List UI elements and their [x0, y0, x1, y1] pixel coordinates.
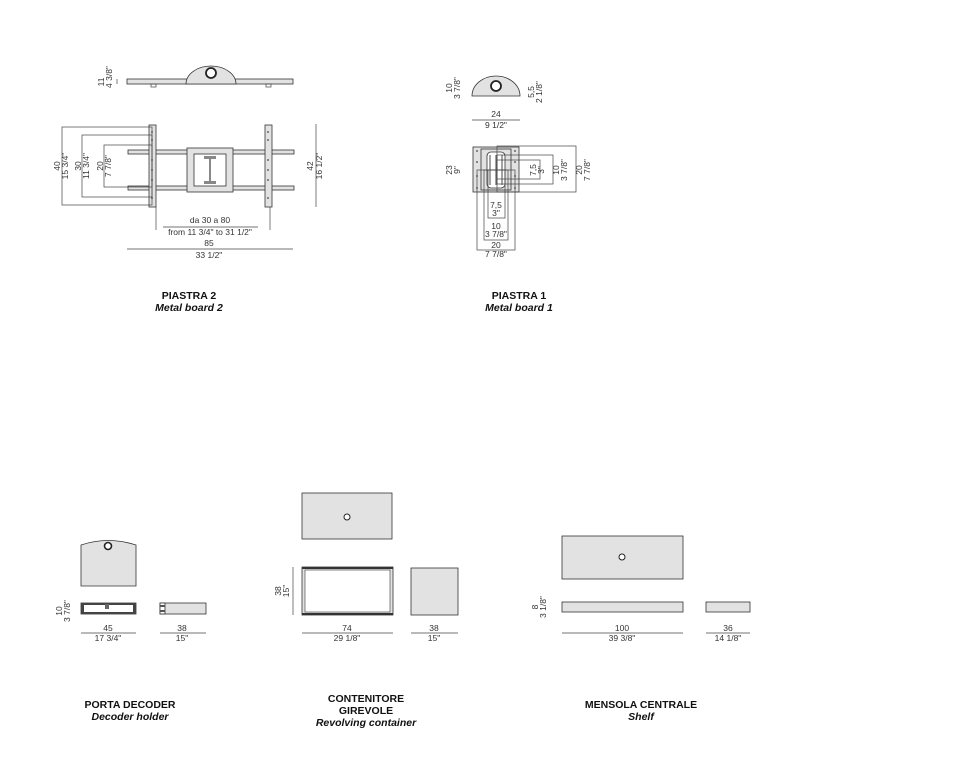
- shelf-subtitle: Shelf: [628, 711, 655, 723]
- piastra1-dim-w20: 20: [491, 240, 501, 250]
- shelf-dim-100-in: 39 3/8": [609, 633, 636, 643]
- shelf-dim-36-in: 14 1/8": [715, 633, 742, 643]
- piastra1-dim-10b: 10: [551, 165, 561, 175]
- container-side-view: [410, 567, 459, 616]
- decoder-title: PORTA DECODER: [84, 699, 175, 711]
- piastra-2-front-view: [127, 124, 295, 208]
- shelf-top-view: [561, 535, 684, 580]
- piastra1-dim-w75: 7,5: [490, 200, 502, 210]
- piastra1-dim-w10: 10: [491, 221, 501, 231]
- shelf-dim-8: 8: [530, 604, 540, 609]
- shelf-dim-100: 100: [615, 623, 629, 633]
- piastra2-dim-11-in: 4 3/8": [104, 66, 114, 88]
- piastra1-dim-55: 5,5: [526, 86, 536, 98]
- piastra2-dim-30: 30: [73, 161, 83, 171]
- piastra2-dim-42-in: 16 1/2": [314, 153, 324, 180]
- decoder-dim-10-in: 3 7/8": [62, 600, 72, 622]
- piastra1-dim-75-in: 3": [536, 166, 546, 174]
- piastra1-dim-10: 10: [444, 83, 454, 93]
- piastra2-dim-range-in: from 11 3/4" to 31 1/2": [168, 227, 252, 237]
- piastra-1-group: 10 3 7/8" 5,5 2 1/8" 24 9 1/2" 23 9": [444, 75, 592, 314]
- piastra-1-front-view: [472, 146, 520, 193]
- decoder-dim-38-in: 15": [176, 633, 188, 643]
- piastra1-title: PIASTRA 1: [492, 290, 547, 302]
- piastra-1-top-view: [471, 75, 521, 97]
- piastra1-dim-20-in: 7 7/8": [582, 159, 592, 181]
- revolving-container-group: 38 15" 74 29 1/8" 38 15" CONTENITORE GIR…: [273, 492, 459, 729]
- container-dim-38w: 38: [429, 623, 439, 633]
- decoder-subtitle: Decoder holder: [91, 711, 169, 723]
- piastra1-dim-20: 20: [574, 165, 584, 175]
- piastra2-dim-20: 20: [95, 161, 105, 171]
- piastra2-dim-40-in: 15 3/4": [60, 153, 70, 180]
- container-subtitle: Revolving container: [316, 717, 417, 729]
- piastra1-dim-24-in: 9 1/2": [485, 120, 507, 130]
- container-dim-38-in: 15": [281, 585, 291, 597]
- container-dim-38: 38: [273, 586, 283, 596]
- piastra1-dim-10b-in: 3 7/8": [559, 159, 569, 181]
- container-title-line1: CONTENITORE: [328, 693, 404, 705]
- piastra1-subtitle: Metal board 1: [485, 302, 553, 314]
- container-dim-74: 74: [342, 623, 352, 633]
- piastra2-title: PIASTRA 2: [162, 290, 217, 302]
- decoder-side-view: [159, 602, 207, 615]
- decoder-dim-10: 10: [54, 606, 64, 616]
- decoder-dim-45: 45: [103, 623, 113, 633]
- piastra1-dim-55-in: 2 1/8": [534, 81, 544, 103]
- piastra-2-top-view: [126, 65, 294, 88]
- piastra-2-group: 11 4 3/8" 40 15 3/4": [52, 65, 324, 314]
- piastra2-dim-11: 11: [96, 77, 106, 86]
- decoder-dim-38: 38: [177, 623, 187, 633]
- piastra2-dim-85-in: 33 1/2": [196, 250, 223, 260]
- container-dim-74-in: 29 1/8": [334, 633, 361, 643]
- piastra1-dim-10-in: 3 7/8": [452, 77, 462, 99]
- container-title-line2: GIREVOLE: [339, 705, 393, 717]
- shelf-group: 8 3 1/8" 100 39 3/8" 36 14 1/8" MENSOLA …: [530, 535, 751, 723]
- container-top-view: [301, 492, 393, 540]
- container-front-view: [301, 566, 394, 616]
- piastra1-dim-75: 7,5: [528, 164, 538, 176]
- decoder-dim-45-in: 17 3/4": [95, 633, 122, 643]
- piastra1-dim-24: 24: [491, 109, 501, 119]
- piastra2-dim-85: 85: [204, 238, 214, 248]
- shelf-side-view: [705, 601, 751, 613]
- piastra2-dim-42: 42: [305, 161, 315, 171]
- piastra2-dim-40: 40: [52, 161, 62, 171]
- shelf-title: MENSOLA CENTRALE: [585, 699, 697, 711]
- piastra1-dim-23-in: 9": [452, 166, 462, 174]
- decoder-front-view: [80, 602, 137, 615]
- piastra2-dim-range: da 30 a 80: [190, 215, 230, 225]
- decoder-holder-group: 10 3 7/8" 45 17 3/4" 38 15" PORTA DECODE…: [54, 540, 207, 723]
- decoder-top-view: [80, 540, 137, 587]
- piastra2-subtitle: Metal board 2: [155, 302, 223, 314]
- shelf-dim-8-in: 3 1/8": [538, 596, 548, 618]
- shelf-dim-36: 36: [723, 623, 733, 633]
- piastra2-dim-20-in: 7 7/8": [103, 155, 113, 177]
- piastra1-dim-w10-in: 3 7/8": [485, 229, 507, 239]
- piastra2-dim-30-in: 11 3/4": [81, 153, 91, 179]
- shelf-front-view: [561, 601, 684, 613]
- piastra1-dim-w20-in: 7 7/8": [485, 249, 507, 259]
- piastra1-dim-w75-in: 3": [492, 208, 500, 218]
- piastra1-dim-23: 23: [444, 165, 454, 175]
- container-dim-38w-in: 15": [428, 633, 440, 643]
